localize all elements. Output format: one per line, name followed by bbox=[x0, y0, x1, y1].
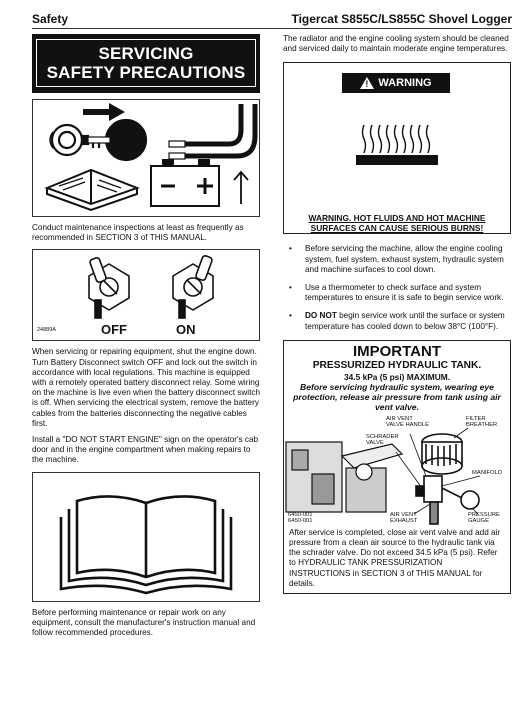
important-title: IMPORTANT bbox=[352, 342, 442, 360]
manufacturer-paragraph: Before performing maintenance or repair … bbox=[32, 607, 256, 638]
figure-code: 24889A bbox=[37, 327, 56, 334]
air-vent-valve-handle-label: AIR VENT VALVE HANDLE bbox=[386, 415, 429, 429]
warning-box: ! WARNING WARNING. HOT FLUIDS AND HOT MA… bbox=[283, 62, 511, 235]
left-column: SERVICING SAFETY PRECAUTIONS bbox=[32, 34, 260, 638]
filter-breather-label: FILTER BREATHER bbox=[466, 415, 498, 429]
do-not-start-paragraph: Install a "DO NOT START ENGINE" sign on … bbox=[32, 435, 259, 465]
cooldown-bullet-list: Before servicing the machine, allow the … bbox=[283, 244, 511, 331]
warning-triangle-icon: ! bbox=[360, 77, 375, 90]
section-label: Safety bbox=[32, 12, 69, 26]
important-instruction: Before servicing hydraulic system, weari… bbox=[293, 381, 501, 412]
lockout-illustration bbox=[44, 103, 258, 212]
warning-caption-line-2: SURFACES CAN CAUSE SERIOUS BURNS! bbox=[310, 223, 484, 234]
open-book-icon bbox=[59, 494, 233, 594]
hot-surface-icon bbox=[356, 125, 438, 166]
switch-off-icon bbox=[88, 257, 130, 320]
off-label: OFF bbox=[101, 322, 127, 338]
arrow-up-icon bbox=[233, 170, 249, 204]
manual-book-icon bbox=[44, 168, 140, 212]
lockout-figure bbox=[32, 99, 260, 217]
switch-on-icon bbox=[172, 255, 214, 320]
disconnect-paragraph: When servicing or repairing equipment, s… bbox=[32, 347, 261, 428]
pressure-spec: 34.5 kPa (5 psi) MAXIMUM. bbox=[343, 371, 451, 382]
schrader-valve-label: SCHRADER VALVE bbox=[366, 433, 399, 447]
figure-code-2: 6450-001 bbox=[288, 517, 313, 524]
cooling-paragraph: The radiator and the engine cooling syst… bbox=[283, 34, 509, 54]
battery-cable-icon bbox=[183, 104, 258, 159]
warning-caption-line-1: WARNING. HOT FLUIDS AND HOT MACHINE bbox=[308, 213, 486, 224]
warning-badge-label: WARNING bbox=[378, 77, 432, 90]
warning-badge: ! WARNING bbox=[342, 73, 450, 94]
bullet-item: DO NOT begin service work until the surf… bbox=[283, 311, 511, 331]
safety-banner: SERVICING SAFETY PRECAUTIONS bbox=[32, 34, 260, 93]
after-service-paragraph: After service is completed, close air ve… bbox=[289, 527, 501, 588]
manifold-label: MANIFOLD bbox=[472, 469, 502, 476]
bullet-emphasis: DO NOT bbox=[305, 311, 337, 321]
bullet-item: Before servicing the machine, allow the … bbox=[283, 244, 511, 275]
arrow-right-icon bbox=[83, 103, 125, 121]
bullet-text: begin service work until the surface or … bbox=[305, 311, 505, 331]
figure-code-1: 6450-001 bbox=[288, 511, 313, 518]
important-subtitle: PRESSURIZED HYDRAULIC TANK. bbox=[312, 359, 482, 371]
hydraulic-valve-illustration bbox=[285, 427, 481, 525]
header-rule bbox=[32, 28, 512, 29]
hydraulic-tank-figure: AIR VENT VALVE HANDLE FILTER BREATHER SC… bbox=[284, 414, 510, 526]
inspection-paragraph: Conduct maintenance inspections at least… bbox=[32, 223, 244, 243]
key-icon bbox=[49, 118, 148, 162]
important-box: IMPORTANT PRESSURIZED HYDRAULIC TANK. 34… bbox=[283, 339, 511, 595]
right-column: The radiator and the engine cooling syst… bbox=[283, 34, 511, 595]
document-title: Tigercat S855C/LS855C Shovel Logger bbox=[291, 12, 512, 26]
on-label: ON bbox=[176, 322, 196, 338]
pressure-gauge-label: PRESSURE GAUGE bbox=[468, 511, 500, 525]
air-vent-exhaust-label: AIR VENT EXHAUST bbox=[390, 511, 418, 525]
disconnect-switch-illustration bbox=[88, 255, 214, 320]
battery-switch-figure: 24889A OFF ON bbox=[32, 249, 260, 342]
instruction-manual-figure bbox=[32, 471, 260, 602]
warning-caption: WARNING. HOT FLUIDS AND HOT MACHINE SURF… bbox=[288, 213, 506, 233]
banner-line-1: SERVICING bbox=[98, 44, 194, 63]
banner-line-2: SAFETY PRECAUTIONS bbox=[46, 63, 246, 82]
bullet-item: Use a thermometer to check surface and s… bbox=[283, 283, 511, 303]
battery-icon bbox=[150, 159, 220, 207]
